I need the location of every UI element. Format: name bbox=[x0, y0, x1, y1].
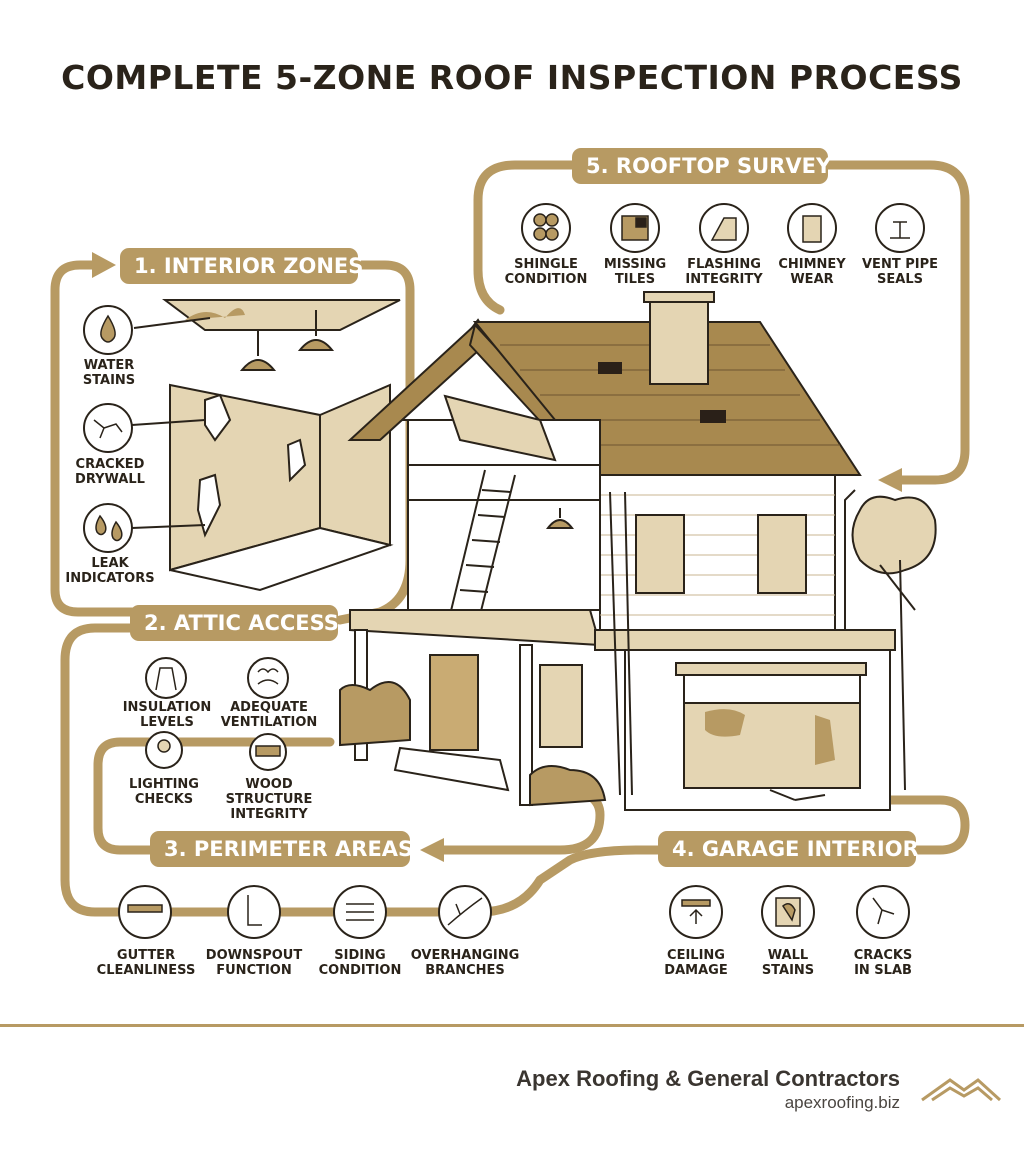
zone5-pill: 5. ROOFTOP SURVEY bbox=[572, 148, 831, 184]
crack-icon bbox=[83, 403, 133, 453]
arrow-head-zone3 bbox=[420, 838, 444, 862]
vent-pipe-seals-label: VENT PIPE SEALS bbox=[862, 257, 938, 287]
leak-drops-icon bbox=[83, 503, 133, 553]
flashing-integrity-label: FLASHING INTEGRITY bbox=[685, 257, 763, 287]
adequate-ventilation-label: ADEQUATE VENTILATION bbox=[220, 700, 318, 730]
zone1-pill: 1. INTERIOR ZONES bbox=[120, 248, 363, 284]
zone3-pill: 3. PERIMETER AREAS bbox=[150, 831, 413, 867]
arrow-head-zone5 bbox=[878, 468, 902, 492]
branch-icon bbox=[438, 885, 492, 939]
shingle-condition-label: SHINGLE CONDITION bbox=[504, 257, 588, 287]
lighting-checks-label: LIGHTING CHECKS bbox=[129, 777, 199, 807]
cracks-in-slab-label: CRACKS IN SLAB bbox=[853, 948, 913, 978]
arrow-head-zone1 bbox=[92, 252, 116, 278]
slab-crack-icon bbox=[856, 885, 910, 939]
wood-structure-integrity-label: WOOD STRUCTURE INTEGRITY bbox=[225, 777, 313, 822]
missing-tiles-label: MISSING TILES bbox=[603, 257, 667, 287]
overhanging-branches-label: OVERHANGING BRANCHES bbox=[410, 948, 520, 978]
downspout-icon bbox=[227, 885, 281, 939]
siding-condition-label: SIDING CONDITION bbox=[318, 948, 402, 978]
gutter-cleanliness-label: GUTTER CLEANLINESS bbox=[96, 948, 196, 978]
zone2-pill: 2. ATTIC ACCESS bbox=[130, 605, 339, 641]
ventilation-icon bbox=[247, 657, 289, 699]
wall-stains-label: WALL STAINS bbox=[761, 948, 815, 978]
insulation-icon bbox=[145, 657, 187, 699]
company-website[interactable]: apexroofing.biz bbox=[784, 1093, 900, 1112]
leak-indicators-label: LEAK INDICATORS bbox=[65, 556, 155, 586]
footer-divider bbox=[0, 1024, 1024, 1027]
chimney-wear-label: CHIMNEY WEAR bbox=[778, 257, 846, 287]
downspout-function-label: DOWNSPOUT FUNCTION bbox=[205, 948, 303, 978]
icon-glyphs bbox=[93, 213, 910, 927]
insulation-levels-label: INSULATION LEVELS bbox=[122, 700, 212, 730]
zone4-pill: 4. GARAGE INTERIOR bbox=[658, 831, 919, 867]
mountain-roof-logo bbox=[921, 1078, 1002, 1102]
house bbox=[339, 291, 937, 811]
ceiling-damage-label: CEILING DAMAGE bbox=[664, 948, 728, 978]
company-name: Apex Roofing & General Contractors bbox=[516, 1066, 900, 1091]
cracked-drywall-label: CRACKED DRYWALL bbox=[75, 457, 145, 487]
interior-room bbox=[131, 299, 401, 592]
water-stains-label: WATER STAINS bbox=[82, 358, 136, 388]
shingle-icon bbox=[521, 203, 571, 253]
page-title: COMPLETE 5-ZONE ROOF INSPECTION PROCESS bbox=[61, 58, 963, 97]
